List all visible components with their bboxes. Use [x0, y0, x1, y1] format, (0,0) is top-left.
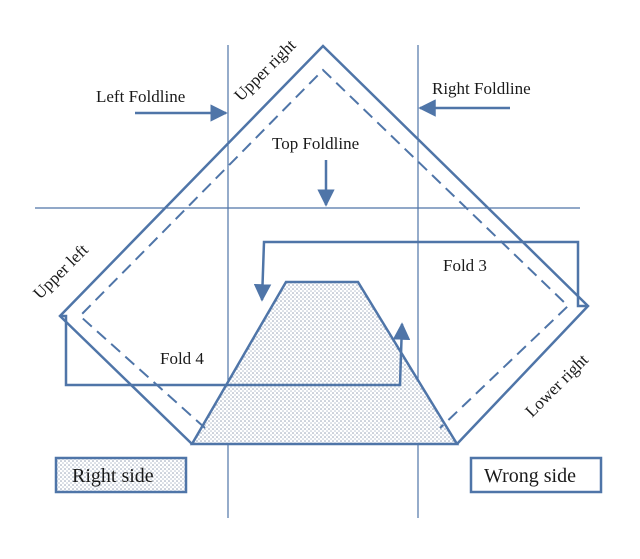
trapezoid-shape [189, 280, 460, 446]
fold-4-arrow [60, 314, 411, 387]
wrong-side-label: Wrong side [484, 465, 576, 487]
fold-3-arrow [253, 240, 588, 308]
lower-right-label: Lower right [521, 350, 592, 421]
right-side-legend: Right side [54, 456, 188, 494]
fold-4-label: Fold 4 [160, 349, 204, 368]
right-foldline-label: Right Foldline [432, 79, 531, 98]
fold-3-label: Fold 3 [443, 256, 487, 275]
wrong-side-legend: Wrong side [469, 456, 603, 494]
outer-diamond [58, 44, 590, 445]
left-foldline-label: Left Foldline [96, 87, 185, 106]
top-foldline-label: Top Foldline [272, 134, 359, 153]
right-side-label: Right side [72, 465, 154, 487]
upper-right-label: Upper right [230, 35, 299, 104]
inner-dashed-diamond [78, 68, 570, 429]
